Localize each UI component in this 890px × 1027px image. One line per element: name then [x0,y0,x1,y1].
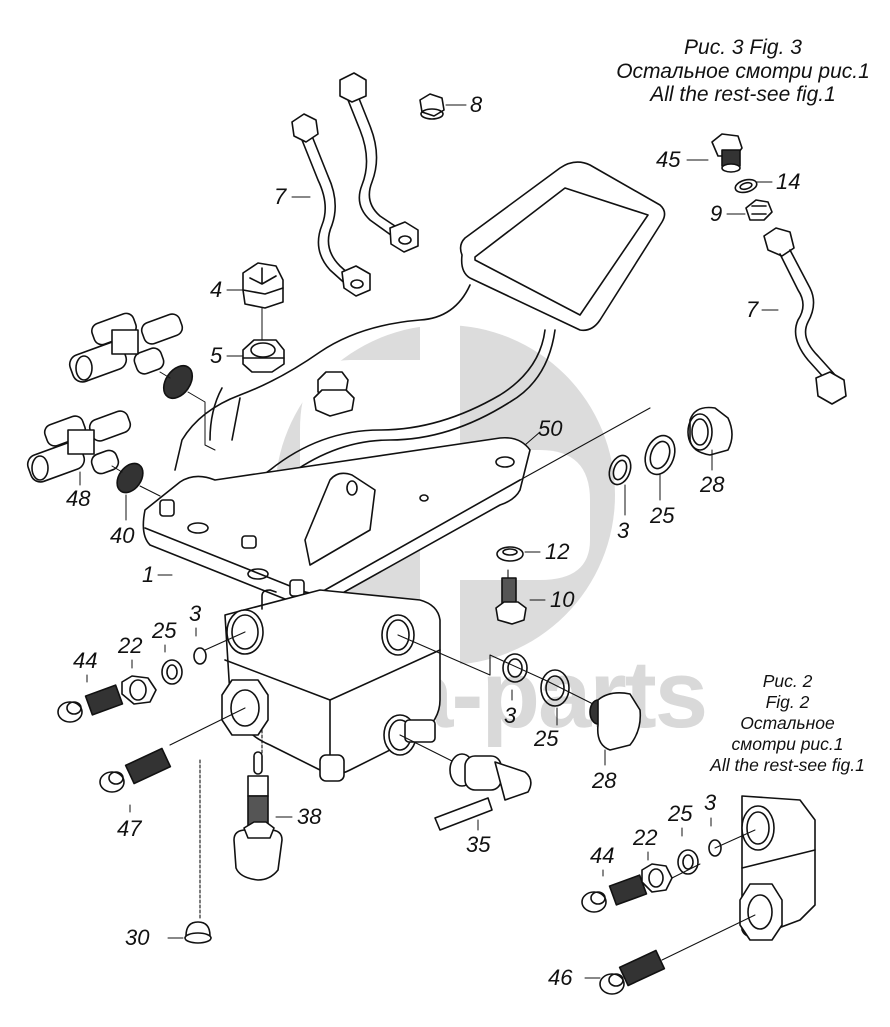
assembly-lines [169,407,651,921]
fitting-44-left [57,684,124,723]
callout-44-left: 44 [73,648,98,673]
ring-3-right-fig2 [708,839,722,857]
callout-48: 48 [66,486,91,511]
figure-3-note: Рис. 3 Fig. 3 Остальное смотри рис.1 All… [598,36,888,107]
gasket-25-right-fig2 [677,849,699,875]
washer-14 [734,178,758,194]
nut-9 [745,199,773,221]
figure-3-note-ru: Остальное смотри рис.1 [616,59,870,83]
callout-14: 14 [776,169,801,194]
figure-2-title-ru: Рис. 2 [762,671,813,691]
washer-12 [496,546,524,562]
callout-50: 50 [538,416,563,441]
gasket-25-upper [644,434,676,476]
cap-nut-4 [242,262,284,309]
fitting-47 [99,747,172,793]
figure-2-note-en: All the rest-see fig.1 [710,755,865,775]
callout-35: 35 [466,832,491,857]
switch-38 [233,751,283,881]
callout-22-left: 22 [118,633,143,658]
gasket-25-left [161,659,183,685]
callout-40: 40 [110,523,135,548]
pipe-7-middle [339,72,419,253]
ring-3-left [193,647,207,665]
pipe-7-right [763,227,847,405]
callout-47: 47 [117,816,142,841]
leader-lines [79,104,779,979]
fitting-44-right [581,874,648,913]
callout-25-upper: 25 [650,503,675,528]
callout-3-left: 3 [189,601,202,626]
union-45 [711,133,743,173]
nut-8 [419,93,445,120]
callout-46: 46 [548,965,573,990]
callout-25-fig2: 25 [668,801,693,826]
callout-3-fig2: 3 [704,790,717,815]
cross-tee-upper [68,312,184,383]
callout-10: 10 [550,587,575,612]
callout-7-right: 7 [746,297,759,322]
figure-2-note-ru-2: смотри рис.1 [731,734,844,754]
callout-4: 4 [210,277,223,302]
control-valve-35 [434,753,532,831]
fitting-46 [599,949,666,995]
cross-tee-48 [26,410,132,483]
callout-30: 30 [125,925,150,950]
callout-38: 38 [297,804,322,829]
nut-22-left [121,675,157,705]
callout-9: 9 [710,201,723,226]
figure-2-title-en: Fig. 2 [765,692,810,712]
pedal-stop-bolt [313,371,355,417]
valve-body-fragment [739,795,816,941]
cap-30 [184,921,212,944]
pedal-bracket [304,472,376,566]
nut-5 [242,339,285,373]
callout-28-upper: 28 [700,472,725,497]
nut-22-right [641,863,673,893]
filter-upper [162,364,194,400]
callout-5: 5 [210,343,223,368]
callout-25-left: 25 [152,618,177,643]
callout-25-right: 25 [534,726,559,751]
figure-3-note-en: All the rest-see fig.1 [650,83,836,107]
callout-45: 45 [656,147,681,172]
callout-3-upper: 3 [617,518,630,543]
callout-12: 12 [545,539,570,564]
callout-22-right: 22 [633,825,658,850]
figure-3-title: Рис. 3 Fig. 3 [684,36,802,59]
callout-44-right: 44 [590,843,615,868]
callout-28-lower: 28 [592,768,617,793]
ring-3-upper [608,454,632,486]
plug-28-upper [687,406,733,456]
figure-2-note-ru-1: Остальное [740,713,835,733]
bolt-10 [495,577,527,625]
valve-body-1 [221,589,441,782]
callout-7: 7 [274,184,287,209]
ring-3-right [502,653,528,683]
callout-8: 8 [470,92,483,117]
callout-3-right: 3 [504,703,517,728]
callout-1: 1 [142,562,155,587]
gasket-25-right [540,669,570,707]
plug-28-lower [589,692,642,751]
pipe-7-left [291,113,371,297]
figure-2-note: Рис. 2 Fig. 2 Остальное смотри рис.1 All… [700,671,875,776]
